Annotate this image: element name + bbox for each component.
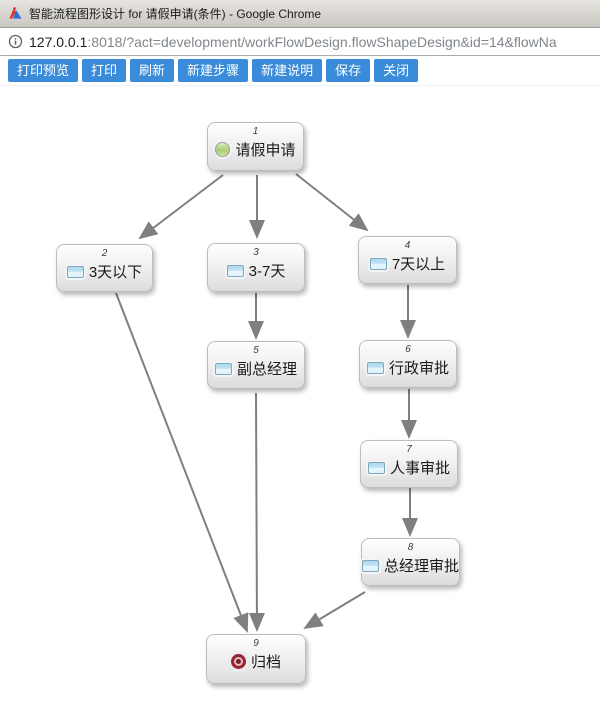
address-bar[interactable]: 127.0.0.1:8018/?act=development/workFlow… <box>0 28 600 56</box>
node-number: 5 <box>253 345 259 356</box>
step-icon <box>214 362 232 375</box>
flow-edge-5-9 <box>248 392 265 632</box>
node-number: 9 <box>253 638 259 649</box>
new-note-button[interactable]: 新建说明 <box>252 59 323 82</box>
close-button[interactable]: 关闭 <box>374 59 419 82</box>
node-label: 7天以上 <box>391 256 446 273</box>
node-number: 4 <box>404 240 411 251</box>
page-info-icon[interactable] <box>8 34 23 49</box>
url-host: 127.0.0.1 <box>29 33 88 50</box>
node-number: 7 <box>406 444 412 455</box>
flow-node-3[interactable]: 3 3-7天 <box>207 243 305 292</box>
refresh-button[interactable]: 刷新 <box>130 59 175 82</box>
node-number: 1 <box>252 126 259 137</box>
node-number: 6 <box>405 344 411 355</box>
node-label: 人事审批 <box>389 460 450 477</box>
flow-node-5[interactable]: 5 副总经理 <box>207 341 305 389</box>
flow-node-8[interactable]: 8 总经理审批 <box>361 538 460 586</box>
window-title-bar[interactable]: 智能流程图形设计 for 请假申请(条件) - Google Chrome <box>0 0 600 28</box>
start-icon <box>215 142 231 157</box>
step-icon <box>366 361 384 374</box>
flow-node-1[interactable]: 1 请假申请 <box>207 122 304 171</box>
node-label: 总经理审批 <box>384 558 460 575</box>
flow-edge-8-9 <box>303 591 366 630</box>
print-button[interactable]: 打印 <box>82 59 127 82</box>
step-icon <box>66 265 84 278</box>
node-label: 行政审批 <box>388 360 449 377</box>
flow-node-9[interactable]: 9 归档 <box>206 634 306 684</box>
node-number: 8 <box>407 542 414 553</box>
node-label: 请假申请 <box>235 142 296 159</box>
flow-edges <box>115 173 418 633</box>
flow-node-6[interactable]: 6 行政审批 <box>359 340 457 388</box>
node-number: 3 <box>253 247 259 258</box>
node-label: 归档 <box>250 654 281 671</box>
new-step-button[interactable]: 新建步骤 <box>178 59 249 82</box>
window-title: 智能流程图形设计 for 请假申请(条件) - Google Chrome <box>29 7 322 21</box>
step-icon <box>362 559 379 572</box>
app-favicon-icon <box>9 7 22 19</box>
node-number: 2 <box>101 248 108 259</box>
flow-edge-2-9 <box>115 292 249 633</box>
node-label: 3天以下 <box>88 264 143 281</box>
node-label: 3-7天 <box>248 263 286 280</box>
node-label: 副总经理 <box>236 361 297 378</box>
flow-canvas[interactable]: 1 请假申请 2 3天以下 3 3-7天 4 7天以上 5 副总经理 6 行政审批 7 人事审批 8 总经理审… <box>0 86 600 705</box>
print-preview-button[interactable]: 打印预览 <box>8 59 79 82</box>
flow-edge-1-4 <box>295 173 369 232</box>
url-path: :8018/?act=development/workFlowDesign.fl… <box>87 33 557 50</box>
step-icon <box>226 264 244 277</box>
save-button[interactable]: 保存 <box>326 59 371 82</box>
end-icon <box>230 654 246 669</box>
flow-toolbar: 打印预览 打印 刷新 新建步骤 新建说明 保存 关闭 <box>0 56 600 86</box>
flow-node-4[interactable]: 4 7天以上 <box>358 236 457 284</box>
step-icon <box>367 461 385 474</box>
flow-edge-1-2 <box>138 174 224 240</box>
flow-node-7[interactable]: 7 人事审批 <box>360 440 458 488</box>
step-icon <box>369 257 387 270</box>
flow-node-2[interactable]: 2 3天以下 <box>56 244 153 292</box>
